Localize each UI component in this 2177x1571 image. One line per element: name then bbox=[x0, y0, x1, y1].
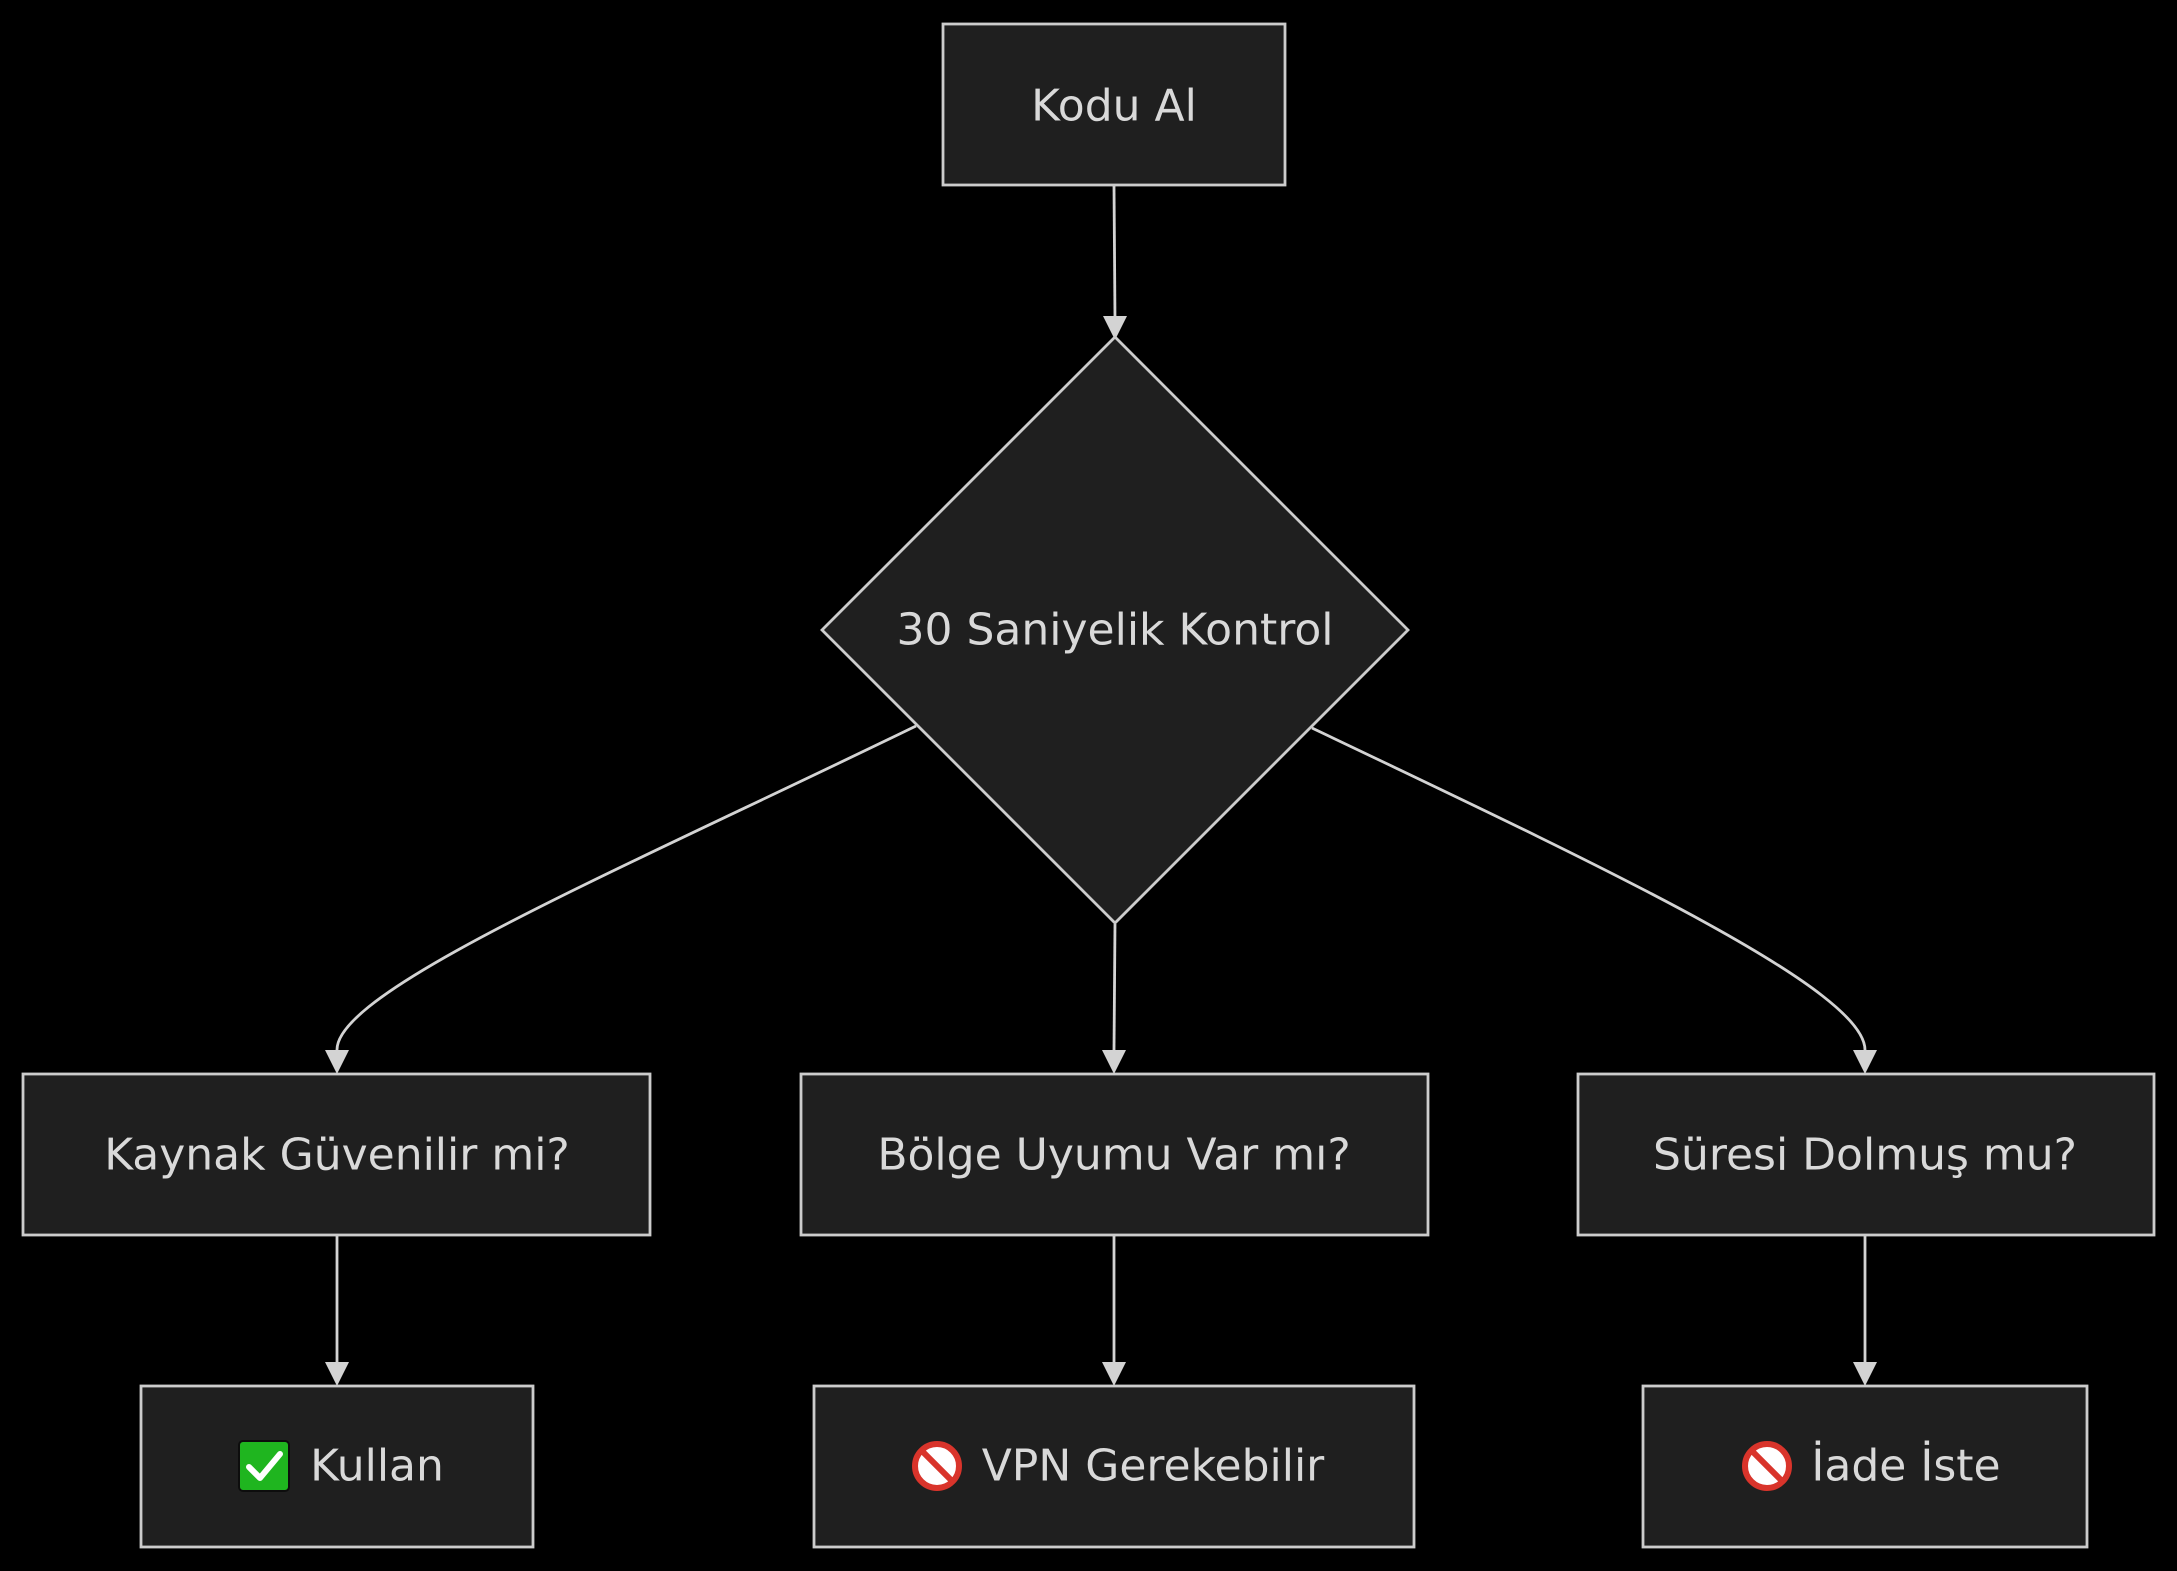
node-source: Kaynak Güvenilir mi? bbox=[21, 1072, 652, 1237]
node-decision-label: 30 Saniyelik Kontrol bbox=[897, 605, 1334, 656]
arrowhead-decision bbox=[1103, 316, 1127, 340]
node-region: Bölge Uyumu Var mı? bbox=[799, 1072, 1430, 1237]
node-expiry: Süresi Dolmuş mu? bbox=[1576, 1072, 2156, 1237]
edge-decision-to-region bbox=[1112, 923, 1117, 1051]
arrowhead-refund bbox=[1853, 1362, 1877, 1386]
arrowhead-expiry bbox=[1853, 1050, 1877, 1074]
node-refund-label: İade İste bbox=[1811, 1440, 2000, 1492]
arrowhead-region bbox=[1102, 1050, 1126, 1074]
node-start: Kodu Al bbox=[941, 22, 1287, 187]
node-vpn: VPN Gerekebilir bbox=[812, 1384, 1416, 1549]
no-entry-icon bbox=[1742, 1441, 1792, 1491]
node-use-label: Kullan bbox=[310, 1441, 444, 1492]
check-mark-icon bbox=[238, 1440, 290, 1492]
edge-decision-to-source bbox=[335, 724, 917, 1051]
node-expiry-label: Süresi Dolmuş mu? bbox=[1653, 1130, 2077, 1181]
arrowhead-vpn bbox=[1102, 1362, 1126, 1386]
node-region-label: Bölge Uyumu Var mı? bbox=[877, 1130, 1350, 1181]
node-start-label: Kodu Al bbox=[1031, 81, 1197, 132]
node-source-label: Kaynak Güvenilir mi? bbox=[104, 1130, 570, 1181]
node-refund: İade İste bbox=[1641, 1384, 2089, 1549]
arrowhead-source bbox=[325, 1050, 349, 1074]
edge-start-to-decision bbox=[1112, 185, 1117, 321]
node-vpn-label: VPN Gerekebilir bbox=[982, 1441, 1325, 1492]
node-use: Kullan bbox=[139, 1384, 535, 1549]
node-decision: 30 Saniyelik Kontrol bbox=[820, 335, 1410, 925]
edges bbox=[325, 185, 1877, 1386]
edge-decision-to-expiry bbox=[1311, 726, 1867, 1051]
no-entry-icon bbox=[912, 1441, 962, 1491]
arrowhead-use bbox=[325, 1362, 349, 1386]
